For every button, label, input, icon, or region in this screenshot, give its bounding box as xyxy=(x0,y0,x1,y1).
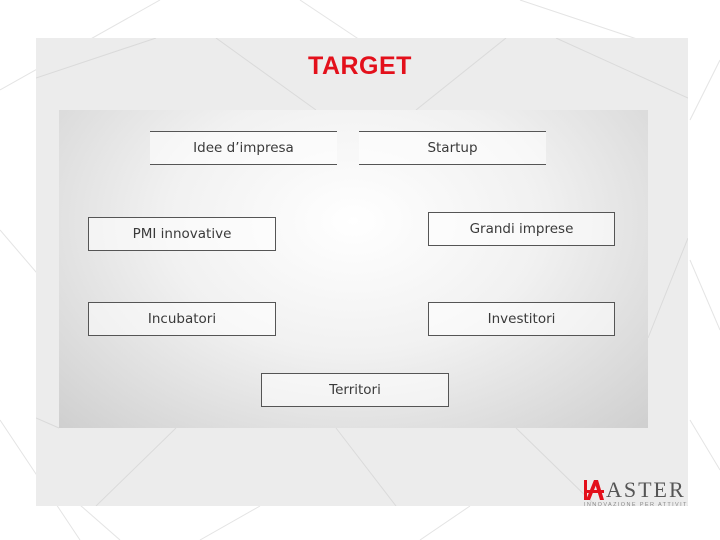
box-label: Territori xyxy=(329,382,381,398)
aster-logo-mark-icon xyxy=(584,480,604,500)
box-idee-impresa: Idee d’impresa xyxy=(150,131,337,165)
box-label: Startup xyxy=(427,140,478,156)
box-investitori: Investitori xyxy=(428,302,615,336)
box-label: Investitori xyxy=(487,311,556,327)
box-grandi-imprese: Grandi imprese xyxy=(428,212,615,246)
box-incubatori: Incubatori xyxy=(88,302,276,336)
box-territori: Territori xyxy=(261,373,449,407)
box-startup: Startup xyxy=(359,131,546,165)
slide-network-lines xyxy=(36,38,688,506)
box-label: Grandi imprese xyxy=(469,221,574,237)
box-pmi-innovative: PMI innovative xyxy=(88,217,276,251)
logo-tagline: INNOVAZIONE PER ATTIVITÀ xyxy=(584,502,688,508)
box-label: Idee d’impresa xyxy=(193,140,294,156)
aster-logo: ASTER INNOVAZIONE PER ATTIVITÀ xyxy=(584,477,688,512)
logo-name: ASTER xyxy=(606,477,686,502)
box-label: Incubatori xyxy=(147,311,217,327)
slide-title: TARGET xyxy=(308,52,412,80)
box-label: PMI innovative xyxy=(132,226,232,242)
